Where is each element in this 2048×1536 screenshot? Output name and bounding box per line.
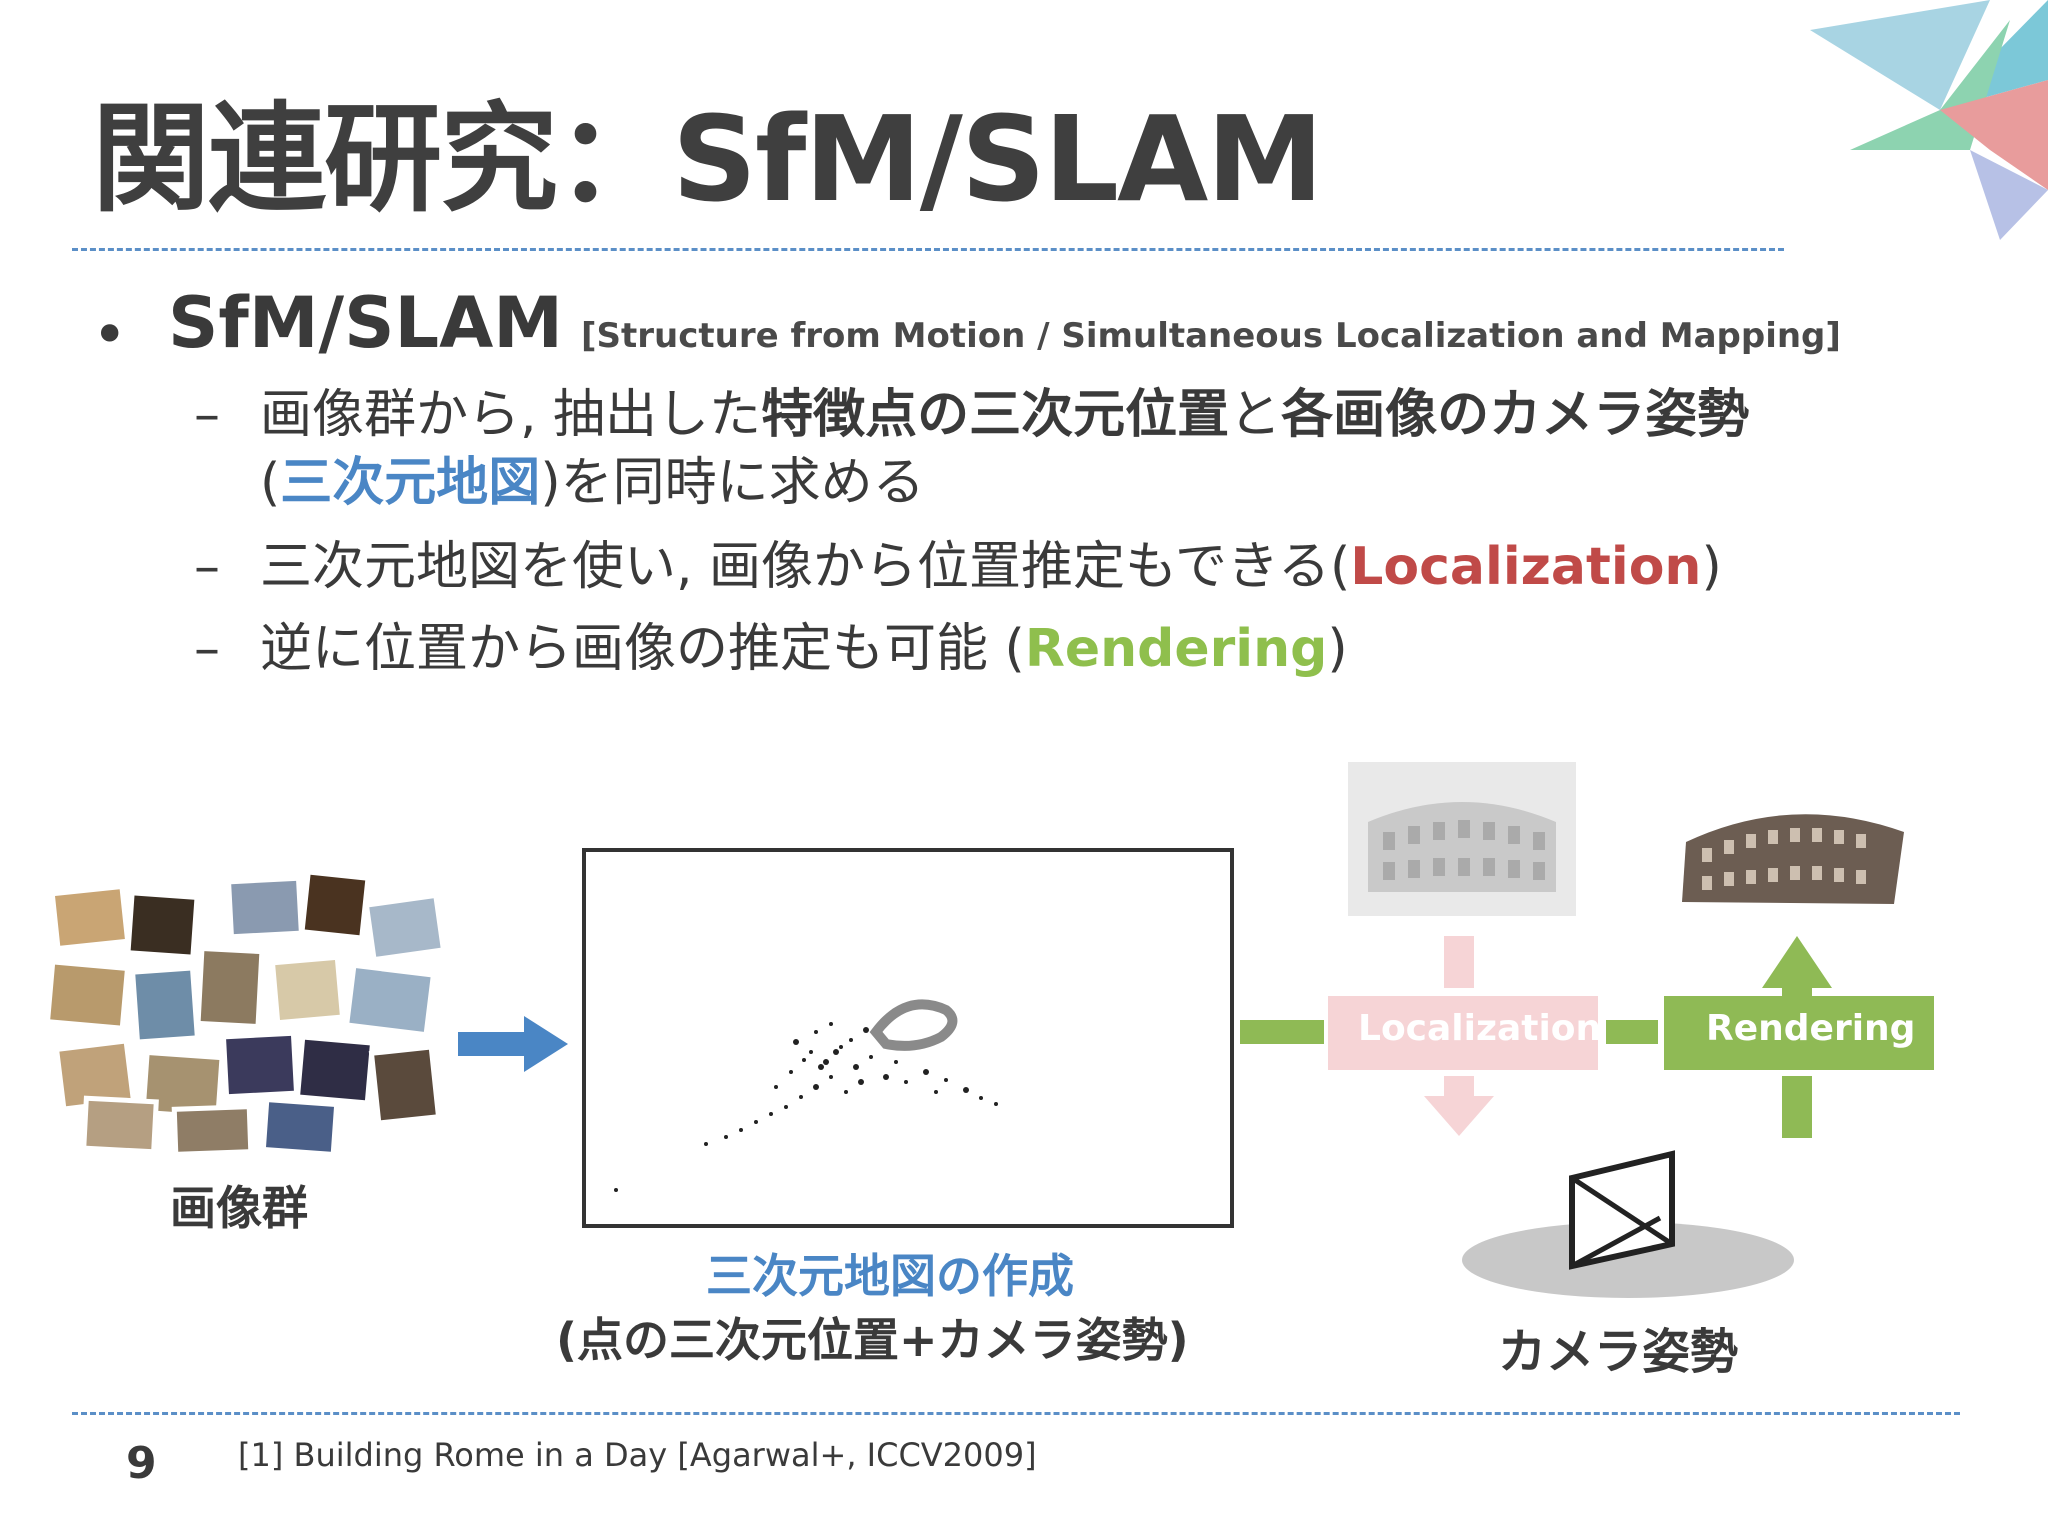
sub-bullet-2: – 三次元地図を使い, 画像から位置推定もできる(Localization) — [194, 536, 1722, 598]
sub2-text: 三次元地図を使い, 画像から位置推定もできる( — [260, 537, 1351, 597]
sub-bullet-1-cont: (三次元地図)を同時に求める — [260, 452, 925, 514]
sub1-part2: と — [1229, 385, 1282, 445]
bullet-heading-text: SfM/SLAM — [168, 282, 563, 364]
sub1-part1: 画像群から, 抽出した — [260, 385, 762, 445]
photo-collage-image — [50, 870, 447, 1158]
rendering-box — [1664, 996, 1934, 1070]
point-cloud-map — [582, 848, 1234, 1228]
map-label-line2: (点の三次元位置+カメラ姿勢) — [556, 1313, 1189, 1367]
arrow-right-icon — [458, 1016, 568, 1072]
sub1b-close: )を同時に求める — [540, 453, 925, 513]
bullet-marker: • — [92, 300, 128, 370]
sub-bullet-1: – 画像群から, 抽出した特徴点の三次元位置と各画像のカメラ姿勢 — [194, 384, 1750, 446]
localization-arrow-down-icon — [1424, 936, 1494, 1136]
sub1b-open: ( — [260, 453, 281, 513]
sub-bullet-dash: – — [194, 619, 220, 679]
sub2-close: ) — [1701, 537, 1722, 597]
sub-bullet-dash: – — [194, 385, 220, 445]
map-label-line1: 三次元地図の作成 — [706, 1249, 1074, 1303]
localization-box — [1328, 996, 1598, 1070]
sub1b-blue: 三次元地図 — [280, 453, 541, 513]
camera-pose-icon — [1462, 1150, 1794, 1298]
sub3-text: 逆に位置から画像の推定も可能 ( — [260, 619, 1025, 679]
connector-bar-left — [1240, 1020, 1324, 1044]
slide-title: 関連研究：SfM/SLAM — [92, 90, 1324, 228]
page-number: 9 — [126, 1438, 157, 1489]
title-divider — [72, 248, 1784, 251]
sub1-bold1: 特徴点の三次元位置 — [761, 385, 1230, 445]
sub-bullet-dash: – — [194, 537, 220, 597]
rendering-label: Rendering — [1706, 1008, 1916, 1049]
bullet-heading-note: [Structure from Motion / Simultaneous Lo… — [580, 316, 1841, 356]
colosseum-photo-image — [1348, 762, 1576, 916]
sub2-red: Localization — [1350, 537, 1702, 597]
corner-star-decoration — [1810, 0, 2048, 240]
point-cloud-image — [614, 999, 998, 1192]
bullet-heading: SfM/SLAM [Structure from Motion / Simulta… — [168, 282, 1841, 364]
sub3-green: Rendering — [1024, 619, 1328, 679]
rendering-arrow-up-icon — [1762, 936, 1832, 1138]
localization-label: Localization — [1358, 1008, 1602, 1049]
footer-divider — [72, 1412, 1960, 1415]
sub-bullet-3: – 逆に位置から画像の推定も可能 (Rendering) — [194, 618, 1348, 680]
sub3-close: ) — [1327, 619, 1348, 679]
images-label: 画像群 — [170, 1181, 308, 1235]
footnote: [1] Building Rome in a Day [Agarwal+, IC… — [238, 1436, 1037, 1474]
colosseum-render-image — [1682, 814, 1904, 904]
connector-bar-mid — [1606, 1020, 1658, 1044]
sub1-bold2: 各画像のカメラ姿勢 — [1281, 385, 1750, 445]
camera-pose-label: カメラ姿勢 — [1498, 1324, 1739, 1380]
